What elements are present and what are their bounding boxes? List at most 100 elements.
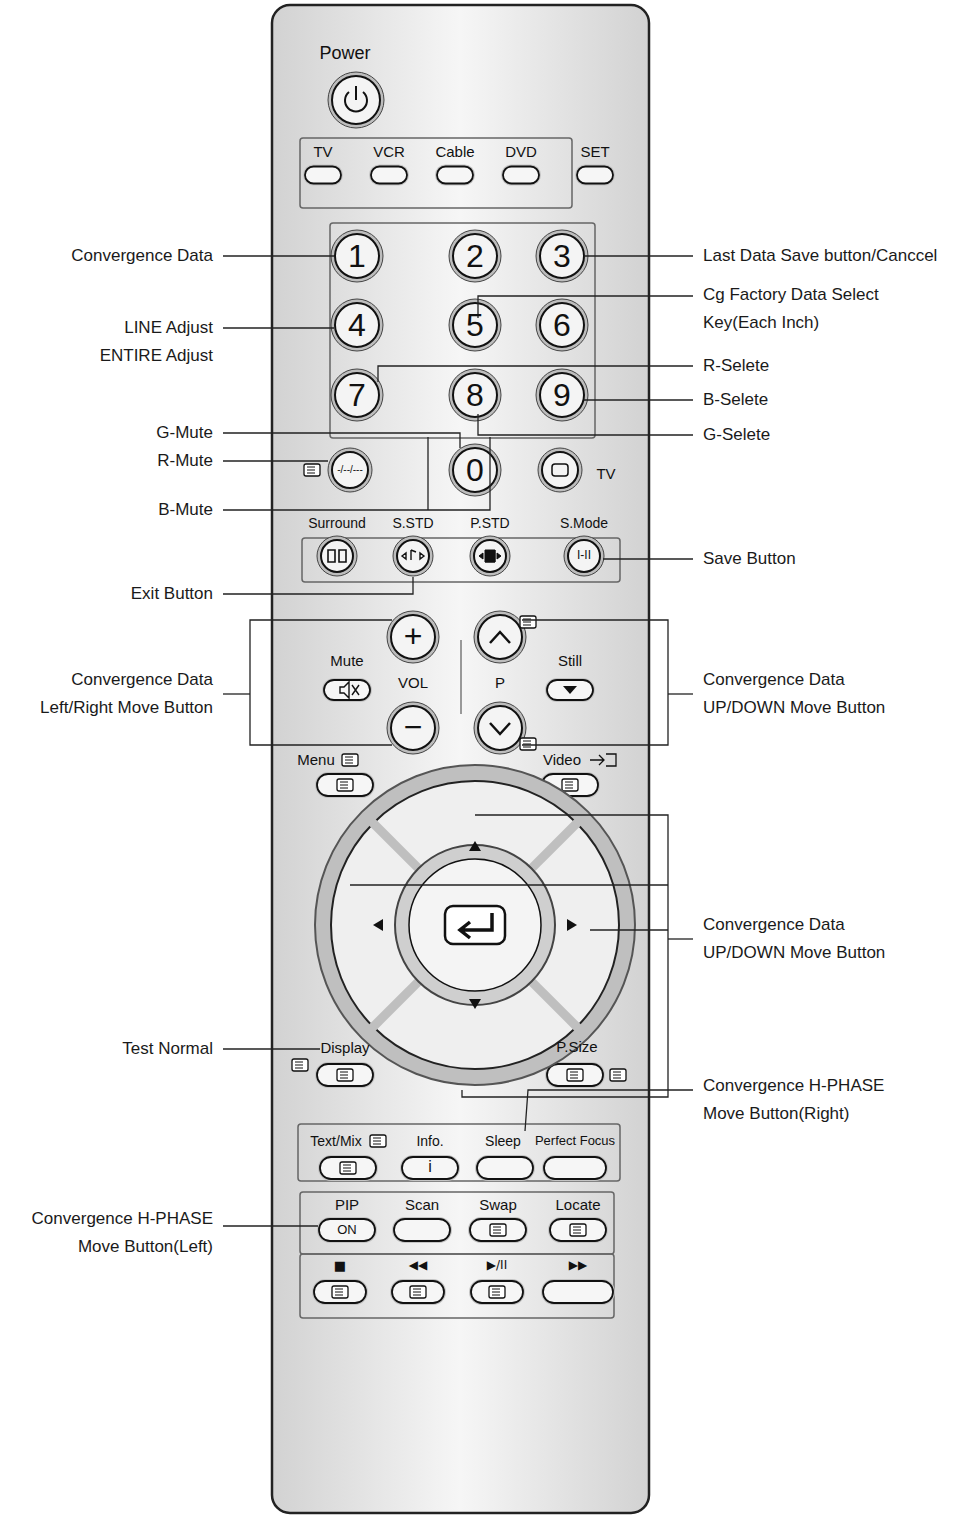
- callout-label: B-Mute: [158, 496, 213, 524]
- pill-button: [317, 774, 373, 796]
- teletext-icon: [520, 738, 536, 750]
- button-ring: [536, 299, 588, 351]
- leader-line: [223, 1048, 320, 1049]
- leader-line: [584, 255, 693, 256]
- pill-button-shadow: [501, 165, 541, 186]
- pill-button: [544, 1157, 606, 1179]
- pill-button-shadow: [312, 1279, 368, 1305]
- teletext-icon-line: [565, 788, 573, 789]
- button-label: P.STD: [470, 515, 509, 531]
- teletext-icon-line: [613, 1072, 621, 1073]
- teletext-icon-line: [573, 1227, 581, 1228]
- round-button: [335, 234, 379, 278]
- callout-label: Convergence H-PHASE Move Button(Left): [18, 1205, 213, 1261]
- pill-button-shadow: [400, 1155, 460, 1181]
- button-label: ON: [337, 1223, 357, 1238]
- button-label: TV: [596, 465, 615, 482]
- teletext-icon-line: [343, 1171, 351, 1172]
- remote-body: [272, 5, 649, 1513]
- button-ring: [387, 611, 439, 663]
- pill-button: [394, 1219, 450, 1241]
- button-label: 4: [348, 307, 366, 344]
- button-label: Power: [319, 43, 370, 64]
- callout-label: Test Normal: [122, 1035, 213, 1063]
- round-button: [540, 303, 584, 347]
- teletext-icon-line: [335, 1292, 343, 1293]
- pill-button-shadow: [575, 165, 615, 186]
- leader-line: [223, 437, 490, 510]
- callout-label: Cg Factory Data Select Key(Each Inch): [703, 281, 888, 337]
- dpad-outer: [315, 765, 635, 1085]
- callout-label: B-Selete: [703, 386, 768, 414]
- button-label: SET: [580, 143, 609, 160]
- button-label: Swap: [479, 1196, 517, 1213]
- leader-line: [525, 1090, 693, 1131]
- round-button: [391, 615, 435, 659]
- teletext-icon-line: [613, 1078, 621, 1079]
- button-label: Still: [558, 652, 582, 669]
- callout-label: Convergence Data: [71, 242, 213, 270]
- teletext-icon: [490, 1224, 506, 1236]
- round-button: [453, 373, 497, 417]
- round-button: [332, 76, 380, 124]
- leader-line: [478, 414, 693, 435]
- button-ring: [474, 611, 526, 663]
- button-ring: [470, 536, 510, 576]
- round-button: [391, 706, 435, 750]
- leader-line: [350, 884, 668, 885]
- button-label: Display: [320, 1039, 369, 1056]
- teletext-icon: [304, 464, 320, 476]
- teletext-icon: [610, 1069, 626, 1081]
- callout-label: Convergence Data UP/DOWN Move Button: [703, 911, 903, 967]
- round-button: [568, 540, 600, 572]
- pill-button: [317, 1064, 373, 1086]
- teletext-icon: [567, 1069, 583, 1081]
- pill-button-shadow: [303, 165, 343, 186]
- button-label: Menu: [297, 751, 335, 768]
- leader-line: [522, 620, 668, 745]
- button-label: P: [495, 674, 505, 691]
- teletext-icon-line: [340, 1078, 348, 1079]
- button-label: 0: [466, 452, 484, 489]
- button-label: ◀◀: [409, 1259, 427, 1273]
- teletext-icon-line: [345, 760, 353, 761]
- button-label: Video: [543, 751, 581, 768]
- leader-line: [603, 558, 693, 559]
- pill-button-shadow: [468, 1217, 528, 1243]
- button-label: Text/Mix: [310, 1133, 361, 1149]
- mute-icon: [340, 682, 359, 698]
- button-label: I-II: [577, 549, 591, 563]
- teletext-icon-line: [343, 1168, 351, 1169]
- teletext-icon-line: [340, 788, 348, 789]
- enter-icon-arrow: [460, 913, 492, 938]
- pill-button-shadow: [541, 1279, 615, 1305]
- teletext-icon-line: [295, 1068, 303, 1069]
- teletext-icon-line: [345, 757, 353, 758]
- button-label: 7: [348, 377, 366, 414]
- arrow-down: [469, 999, 481, 1009]
- button-label: 2: [466, 238, 484, 275]
- teletext-icon-line: [573, 1230, 581, 1231]
- leader-line: [223, 460, 328, 461]
- power-icon: [345, 86, 367, 111]
- round-button: [335, 303, 379, 347]
- teletext-icon-line: [493, 1227, 501, 1228]
- callout-label: Last Data Save button/Canccel: [703, 242, 937, 270]
- round-button: [474, 540, 506, 572]
- button-label: ▶/II: [487, 1259, 507, 1273]
- callout-label: R-Mute: [157, 447, 213, 475]
- pill-button-shadow: [469, 1279, 525, 1305]
- pill-button: [471, 1281, 523, 1303]
- teletext-icon-line: [492, 1292, 500, 1293]
- round-button: [453, 303, 497, 347]
- button-label: Mute: [330, 652, 363, 669]
- callout-label: Convergence H-PHASE Move Button(Right): [703, 1072, 903, 1128]
- teletext-icon-line: [523, 625, 531, 626]
- leader-line: [378, 366, 693, 382]
- teletext-icon-line: [340, 1072, 348, 1073]
- button-label: DVD: [505, 143, 537, 160]
- button-label: Surround: [308, 515, 366, 531]
- leader-line: [223, 255, 334, 256]
- chevron-down: [490, 723, 510, 734]
- teletext-icon-line: [570, 1075, 578, 1076]
